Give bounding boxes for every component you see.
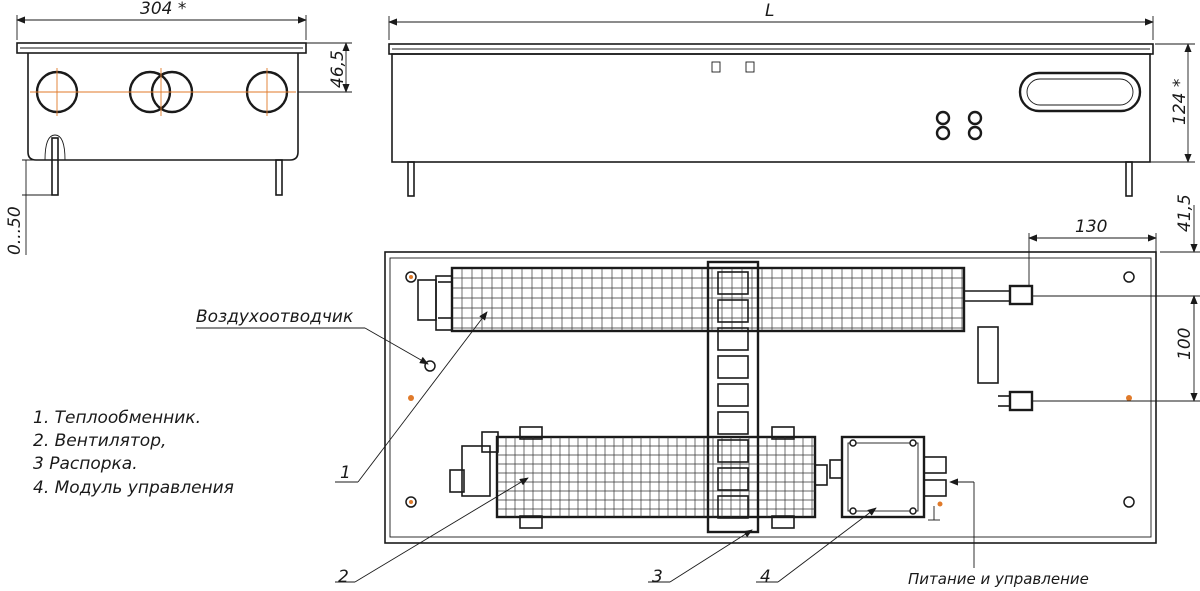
heat-exchanger: [417, 266, 1200, 412]
dim-leg-range: 0...50: [5, 206, 25, 255]
legend-item-3: 3 Распорка.: [33, 454, 138, 474]
callout-4: 4: [760, 567, 771, 587]
callout-air-vent: Воздухоотводчик: [196, 307, 354, 327]
side-leg-right: [275, 159, 283, 196]
front-body: [391, 53, 1151, 163]
callout-3: 3: [652, 567, 663, 587]
callout-lines: [196, 311, 975, 583]
front-slot: [1018, 71, 1142, 113]
dim-length: L: [765, 1, 774, 21]
top-outer-frame: [384, 251, 1157, 544]
legend-item-4: 4. Модуль управления: [33, 478, 234, 498]
front-view: [388, 16, 1195, 197]
side-view: [16, 15, 352, 255]
dim-pipe-top: 41,5: [1175, 194, 1195, 232]
callout-1: 1: [340, 463, 351, 483]
dim-pipe-offset: 130: [1075, 217, 1107, 237]
control-module: [829, 435, 947, 521]
side-body: [27, 53, 299, 161]
callout-power: Питание и управление: [908, 570, 1089, 588]
dim-height: 124 *: [1170, 79, 1190, 125]
dim-top-offset: 46,5: [328, 50, 348, 88]
dim-width-side: 304 *: [140, 0, 186, 19]
callout-2: 2: [338, 567, 349, 587]
legend-item-2: 2. Вентилятор,: [33, 431, 166, 451]
spacer: [706, 260, 760, 534]
side-lid: [16, 42, 307, 54]
legend-item-1: 1. Теплообменник.: [33, 408, 201, 428]
side-leg-left: [51, 137, 59, 196]
dim-pipe-spacing: 100: [1175, 328, 1195, 360]
top-view: [384, 205, 1200, 544]
fan: [449, 426, 828, 529]
legend: 1. Теплообменник. 2. Вентилятор, 3 Распо…: [33, 408, 234, 498]
